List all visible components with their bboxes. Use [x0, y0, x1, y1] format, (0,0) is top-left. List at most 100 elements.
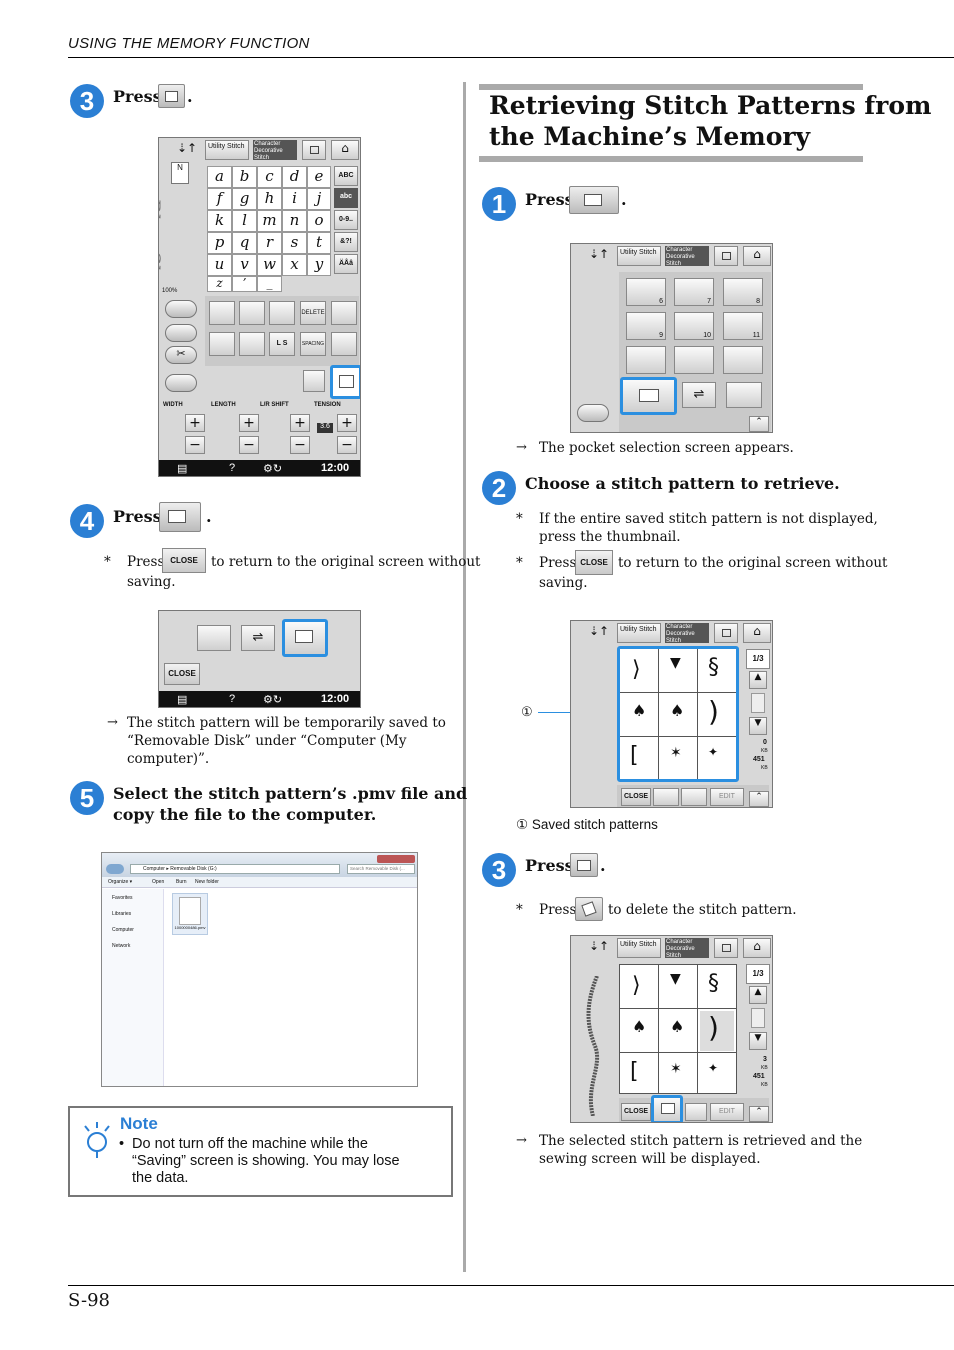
spacing-button[interactable]: SPACING — [300, 332, 326, 356]
scroll-up-icon[interactable]: ⌃ — [749, 791, 769, 807]
key-d[interactable]: d — [282, 166, 307, 188]
machine-memory-button-highlighted[interactable] — [620, 377, 677, 415]
back-forward-icon[interactable] — [106, 864, 124, 874]
home-icon[interactable]: ⌂ — [331, 140, 359, 160]
font-category-icon[interactable] — [626, 346, 666, 374]
key-underscore[interactable]: _ — [257, 276, 282, 292]
retrieve-button-highlighted[interactable] — [651, 1095, 683, 1122]
character-stitch-tab[interactable]: Character Decorative Stitch — [665, 623, 709, 644]
key-t[interactable]: t — [307, 232, 331, 254]
saved-pattern-6[interactable]: ) — [708, 695, 719, 728]
my-custom-stitch-icon[interactable] — [674, 346, 714, 374]
trash-icon[interactable] — [681, 788, 707, 806]
saved-pattern-4[interactable]: ♠ — [632, 1017, 647, 1036]
key-f[interactable]: f — [207, 188, 232, 210]
edit-button[interactable]: EDIT — [710, 1103, 744, 1121]
computer-icon[interactable] — [726, 382, 762, 408]
saved-pattern-3[interactable]: § — [708, 655, 719, 680]
key-q[interactable]: q — [232, 232, 257, 254]
key-k[interactable]: k — [207, 210, 232, 232]
saved-pattern-5[interactable]: ♠ — [670, 1017, 685, 1036]
home-icon[interactable]: ⌂ — [743, 623, 771, 643]
density-icon[interactable] — [331, 332, 357, 356]
shift-minus-icon[interactable]: − — [290, 436, 310, 454]
lock-icon[interactable] — [714, 938, 738, 958]
key-v[interactable]: v — [232, 254, 257, 276]
tension-minus-icon[interactable]: − — [337, 436, 357, 454]
utility-stitch-tab[interactable]: Utility Stitch — [617, 246, 661, 266]
key-p[interactable]: p — [207, 232, 232, 254]
pattern-repeat-icon[interactable] — [239, 301, 265, 325]
key-h[interactable]: h — [257, 188, 282, 210]
key-l[interactable]: l — [232, 210, 257, 232]
help-icon[interactable]: ? — [229, 693, 236, 705]
key-lowercase[interactable]: abc — [334, 188, 358, 208]
saved-stitch-icon[interactable] — [723, 346, 763, 374]
saved-pattern-8[interactable]: ✶ — [670, 1061, 682, 1077]
key-m[interactable]: m — [257, 210, 282, 232]
key-b[interactable]: b — [232, 166, 257, 188]
nav-computer[interactable]: Computer — [112, 927, 134, 933]
arrow-icon[interactable] — [239, 332, 265, 356]
shift-plus-icon[interactable]: + — [290, 414, 310, 432]
character-stitch-tab[interactable]: Character Decorative Stitch — [253, 140, 297, 161]
character-stitch-tab[interactable]: Character Decorative Stitch — [665, 246, 709, 267]
page-up-icon[interactable]: ▲ — [749, 671, 767, 689]
scrollbar[interactable] — [751, 1008, 765, 1028]
saved-pattern-5[interactable]: ♠ — [670, 701, 685, 720]
settings-icon[interactable]: ⚙↻ — [263, 463, 283, 475]
saved-pattern-1[interactable]: ⟩ — [632, 657, 641, 682]
key-x[interactable]: x — [282, 254, 307, 276]
key-s[interactable]: s — [282, 232, 307, 254]
key-i[interactable]: i — [282, 188, 307, 210]
settings-icon[interactable]: ⚙↻ — [263, 694, 283, 706]
memory-icon[interactable] — [303, 370, 325, 392]
page-down-icon[interactable]: ▼ — [749, 1032, 767, 1050]
utility-stitch-tab[interactable]: Utility Stitch — [617, 938, 661, 958]
saved-pattern-2[interactable]: ▼ — [670, 971, 681, 987]
presser-foot-button-icon[interactable] — [577, 404, 609, 422]
nav-libraries[interactable]: Libraries — [112, 911, 132, 917]
usb-icon[interactable]: ⇌ — [241, 625, 275, 651]
saved-pattern-7[interactable]: [ — [630, 1059, 639, 1084]
key-c[interactable]: c — [257, 166, 282, 188]
menu-icon[interactable]: ▤ — [177, 694, 188, 706]
scroll-up-icon[interactable]: ⌃ — [749, 416, 769, 432]
address-bar[interactable]: Computer ▸ Removable Disk (G:) — [130, 864, 340, 874]
key-a[interactable]: a — [207, 166, 232, 188]
mirror-icon[interactable] — [209, 332, 235, 356]
width-plus-icon[interactable]: + — [185, 414, 205, 432]
new-folder-menu[interactable]: New folder — [195, 879, 219, 885]
search-input[interactable]: Search Removable Disk (... — [347, 864, 415, 874]
home-icon[interactable]: ⌂ — [743, 246, 771, 266]
saved-pattern-3[interactable]: § — [708, 971, 719, 996]
lock-icon[interactable] — [302, 140, 326, 160]
scrollbar[interactable] — [751, 693, 765, 713]
saved-pattern-9[interactable]: ✦ — [708, 1061, 719, 1075]
pocket-button-highlighted[interactable] — [330, 365, 360, 399]
length-minus-icon[interactable]: − — [239, 436, 259, 454]
key-e[interactable]: e — [307, 166, 331, 188]
lock-icon[interactable] — [714, 246, 738, 266]
pattern-size-icon[interactable] — [269, 301, 295, 325]
edit-button[interactable]: EDIT — [710, 788, 744, 806]
key-apostrophe[interactable]: ’ — [232, 276, 257, 292]
key-g[interactable]: g — [232, 188, 257, 210]
page-down-icon[interactable]: ▼ — [749, 717, 767, 735]
key-numbers[interactable]: 0-9.. — [334, 210, 358, 230]
key-uppercase[interactable]: ABC — [334, 166, 358, 186]
saved-pattern-6-selected[interactable]: ) — [700, 1011, 734, 1051]
delete-button[interactable]: DELETE — [300, 301, 326, 325]
usb-icon[interactable]: ⇌ — [682, 382, 716, 408]
close-button[interactable]: CLOSE — [621, 788, 651, 806]
saved-pattern-9[interactable]: ✦ — [708, 745, 719, 759]
key-y[interactable]: y — [307, 254, 331, 276]
key-w[interactable]: w — [257, 254, 282, 276]
close-button[interactable]: CLOSE — [621, 1103, 651, 1121]
menu-icon[interactable]: ▤ — [177, 463, 188, 475]
saved-pattern-2[interactable]: ▼ — [670, 655, 681, 671]
key-o[interactable]: o — [307, 210, 331, 232]
close-button[interactable]: CLOSE — [164, 663, 200, 685]
key-r[interactable]: r — [257, 232, 282, 254]
key-n[interactable]: n — [282, 210, 307, 232]
